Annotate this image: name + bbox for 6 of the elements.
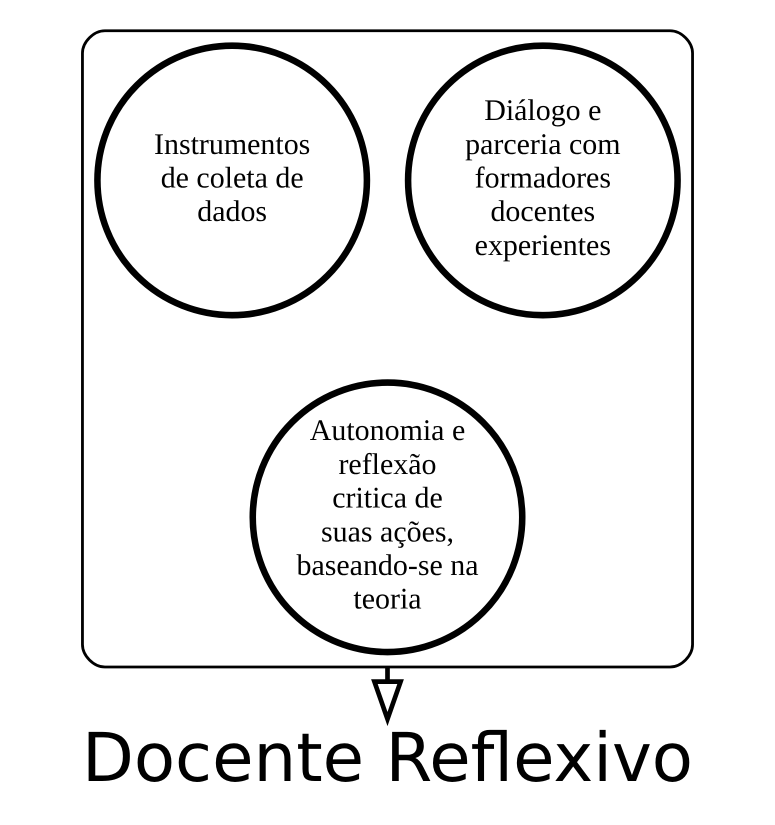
cluster — [81, 29, 694, 668]
node-circle: Instrumentos de coleta de dados — [94, 42, 370, 318]
node-circle: Autonomia e reflexão critica de suas ações, baseando-se na teoria — [249, 379, 526, 656]
arrow — [371, 667, 404, 726]
node-circle: Diálogo e parceria com formadores docentes experientes — [404, 42, 681, 318]
node-text: Docente Reflexivo — [82, 718, 694, 797]
